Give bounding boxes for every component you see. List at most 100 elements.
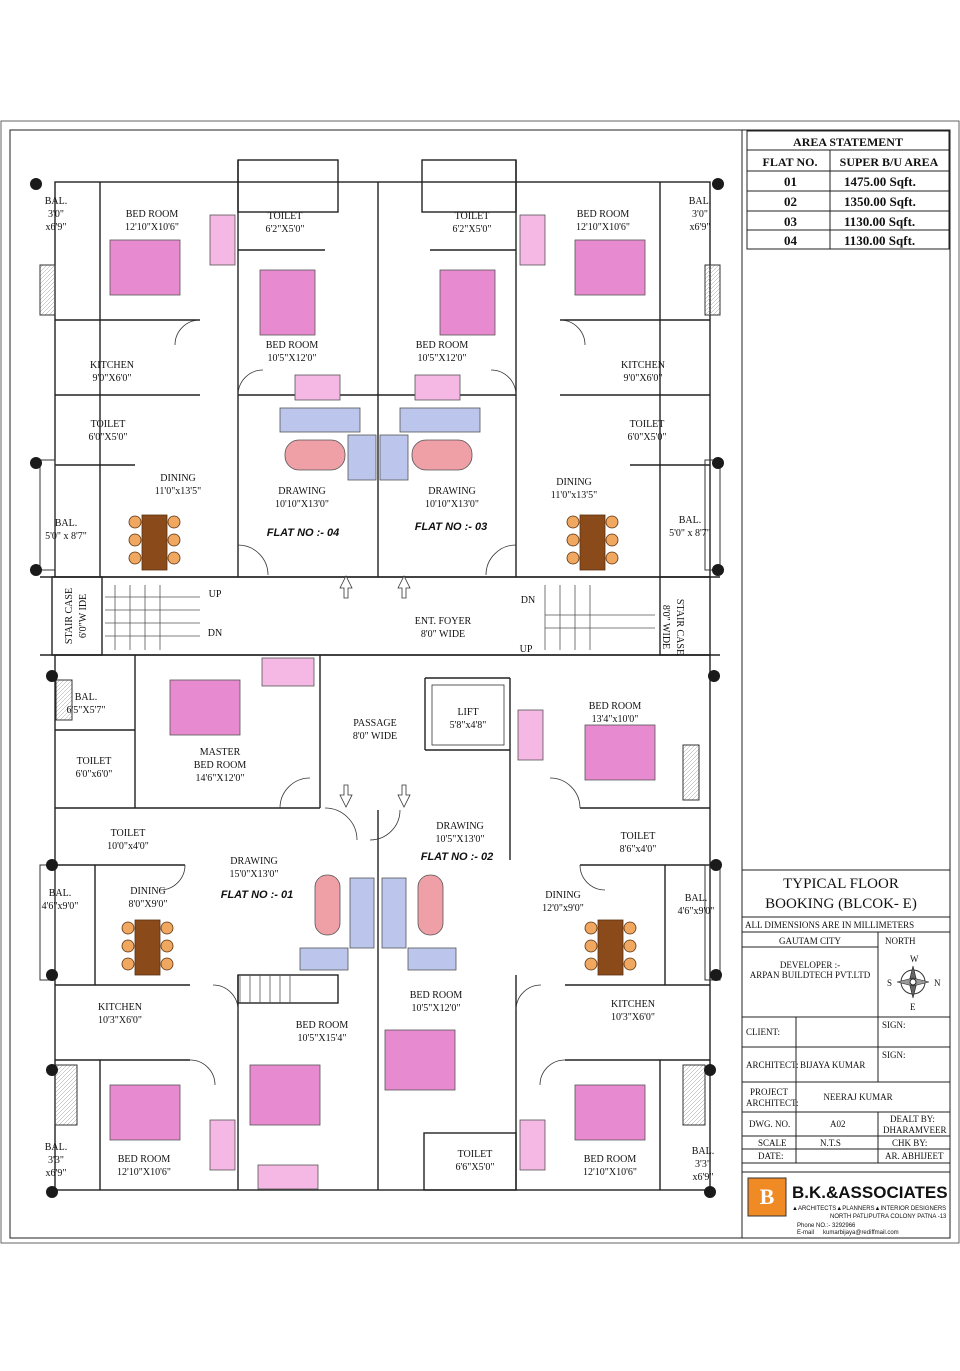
firm-email: kumarbijaya@rediffmail.com <box>823 1230 899 1236</box>
room-label: ENT. FOYER <box>415 616 472 627</box>
room-label: BAL. <box>55 518 78 529</box>
room-label: 12'10"X10'6" <box>117 1167 171 1178</box>
room-label: KITCHEN <box>98 1002 142 1013</box>
staircases <box>105 585 655 1003</box>
room-label: BAL. <box>45 1142 68 1153</box>
room-label: TOILET <box>77 756 112 767</box>
room-label: 10'0"x4'0" <box>107 841 149 852</box>
area-cell: 1475.00 Sqft. <box>844 174 916 189</box>
architect-label: ARCHITECT: <box>746 1060 799 1070</box>
room-label: KITCHEN <box>621 360 665 371</box>
title-block: TYPICAL FLOOR BOOKING (BLCOK- E) ALL DIM… <box>742 869 950 1236</box>
flat-label-02: FLAT NO :- 02 <box>421 851 494 863</box>
room-label: TOILET <box>630 419 665 430</box>
col-area-header: SUPER B/U AREA <box>840 155 939 169</box>
room-label: BAL. <box>49 888 72 899</box>
room-label: BED ROOM <box>118 1154 171 1165</box>
project-architect-value: NEERAJ KUMAR <box>823 1092 892 1102</box>
room-label: BED ROOM <box>126 209 179 220</box>
scale-value: N.T.S <box>820 1138 841 1148</box>
room-label: STAIR CASE <box>64 588 75 644</box>
firm-logo-icon <box>747 1177 787 1217</box>
room-label: BED ROOM <box>296 1020 349 1031</box>
developer-line1: DEVELOPER :- <box>780 960 840 970</box>
room-label: STAIR CASE <box>674 599 685 655</box>
room-label: x6'9" <box>46 1168 67 1179</box>
room-label: 6'2"X5'0" <box>453 224 492 235</box>
room-label: 6'0"W IDE <box>78 594 89 638</box>
flat-label-04: FLAT NO :- 04 <box>267 527 340 539</box>
room-label: TOILET <box>111 828 146 839</box>
room-label: 12'10"X10'6" <box>576 222 630 233</box>
flat-no-cell: 02 <box>784 194 797 209</box>
room-label: TOILET <box>268 211 303 222</box>
room-label: BED ROOM <box>266 340 319 351</box>
flat-label-03: FLAT NO :- 03 <box>415 521 488 533</box>
room-label: 4'6"x9'0" <box>678 906 715 917</box>
room-label: 10'5"X12'0" <box>268 353 317 364</box>
room-label: KITCHEN <box>611 999 655 1010</box>
plan-walls <box>40 159 720 1191</box>
room-label: DINING <box>556 477 592 488</box>
room-labels: BED ROOM 12'10"X10'6" BAL. 3'0" x6'9" TO… <box>42 196 715 1183</box>
room-label: DINING <box>545 890 581 901</box>
room-label: BAL. <box>692 1146 715 1157</box>
room-label: DN <box>521 595 535 606</box>
room-label: 3'3" <box>48 1155 64 1166</box>
room-label: 5'8"x4'8" <box>450 720 487 731</box>
room-label: 15'0"X13'0" <box>230 869 279 880</box>
room-label: TOILET <box>458 1149 493 1160</box>
room-label: TOILET <box>621 831 656 842</box>
room-label: BAL. <box>679 515 702 526</box>
firm-tagline: ▲ARCHITECTS▲PLANNERS▲INTERIOR DESIGNERS <box>792 1206 946 1212</box>
room-label: x6'9" <box>693 1172 714 1183</box>
room-label: 12'0"x9'0" <box>542 903 584 914</box>
room-label: x6'9" <box>690 222 711 233</box>
room-label: 10'10"X13'0" <box>425 499 479 510</box>
compass-s: S <box>887 978 892 988</box>
north-label: NORTH <box>885 936 916 946</box>
project-name: GAUTAM CITY <box>779 936 842 946</box>
drawing-title-line2: BOOKING (BLCOK- E) <box>765 896 917 912</box>
dwg-no-value: A02 <box>830 1119 846 1129</box>
project-architect-label: PROJECT <box>750 1087 789 1097</box>
entry-arrows <box>339 575 411 808</box>
compass-n: N <box>934 978 941 988</box>
room-label: BAL. <box>75 692 98 703</box>
room-label: 13'4"x10'0" <box>592 714 639 725</box>
area-statement-title: AREA STATEMENT <box>793 135 903 149</box>
north-compass-icon: W S N E <box>887 954 941 1012</box>
room-label: DINING <box>160 473 196 484</box>
room-label: 8'6"x4'0" <box>620 844 657 855</box>
room-label: 11'0"x13'5" <box>155 486 201 497</box>
room-label: 11'0"x13'5" <box>551 490 597 501</box>
room-label: BED ROOM <box>410 990 463 1001</box>
area-cell: 1350.00 Sqft. <box>844 194 916 209</box>
room-label: DRAWING <box>428 486 476 497</box>
room-label: 10'3"X6'0" <box>611 1012 655 1023</box>
room-label: UP <box>520 644 533 655</box>
room-label: DRAWING <box>436 821 484 832</box>
client-label: CLIENT: <box>746 1027 780 1037</box>
architect-value: BIJAYA KUMAR <box>800 1060 865 1070</box>
dealt-by-label: DEALT BY: <box>890 1114 935 1124</box>
compass-w: W <box>910 954 919 964</box>
room-label: 10'10"X13'0" <box>275 499 329 510</box>
plant-icons <box>30 178 724 1198</box>
room-label: BED ROOM <box>589 701 642 712</box>
room-label: 14'6"X12'0" <box>196 773 245 784</box>
room-label: TOILET <box>455 211 490 222</box>
room-label: 8'0" WIDE <box>660 605 671 649</box>
room-label: 12'10"X10'6" <box>125 222 179 233</box>
room-label: 3'0" <box>692 209 708 220</box>
room-label: 6'0"X5'0" <box>628 432 667 443</box>
flat-label-01: FLAT NO :- 01 <box>221 889 294 901</box>
room-label: 4'6"x9'0" <box>42 901 79 912</box>
room-label: 6'0"x6'0" <box>76 769 113 780</box>
chk-by-value: AR. ABHIJEET <box>885 1151 944 1161</box>
room-label: 10'5"X13'0" <box>436 834 485 845</box>
dwg-no-label: DWG. NO. <box>749 1119 790 1129</box>
room-label: BED ROOM <box>584 1154 637 1165</box>
